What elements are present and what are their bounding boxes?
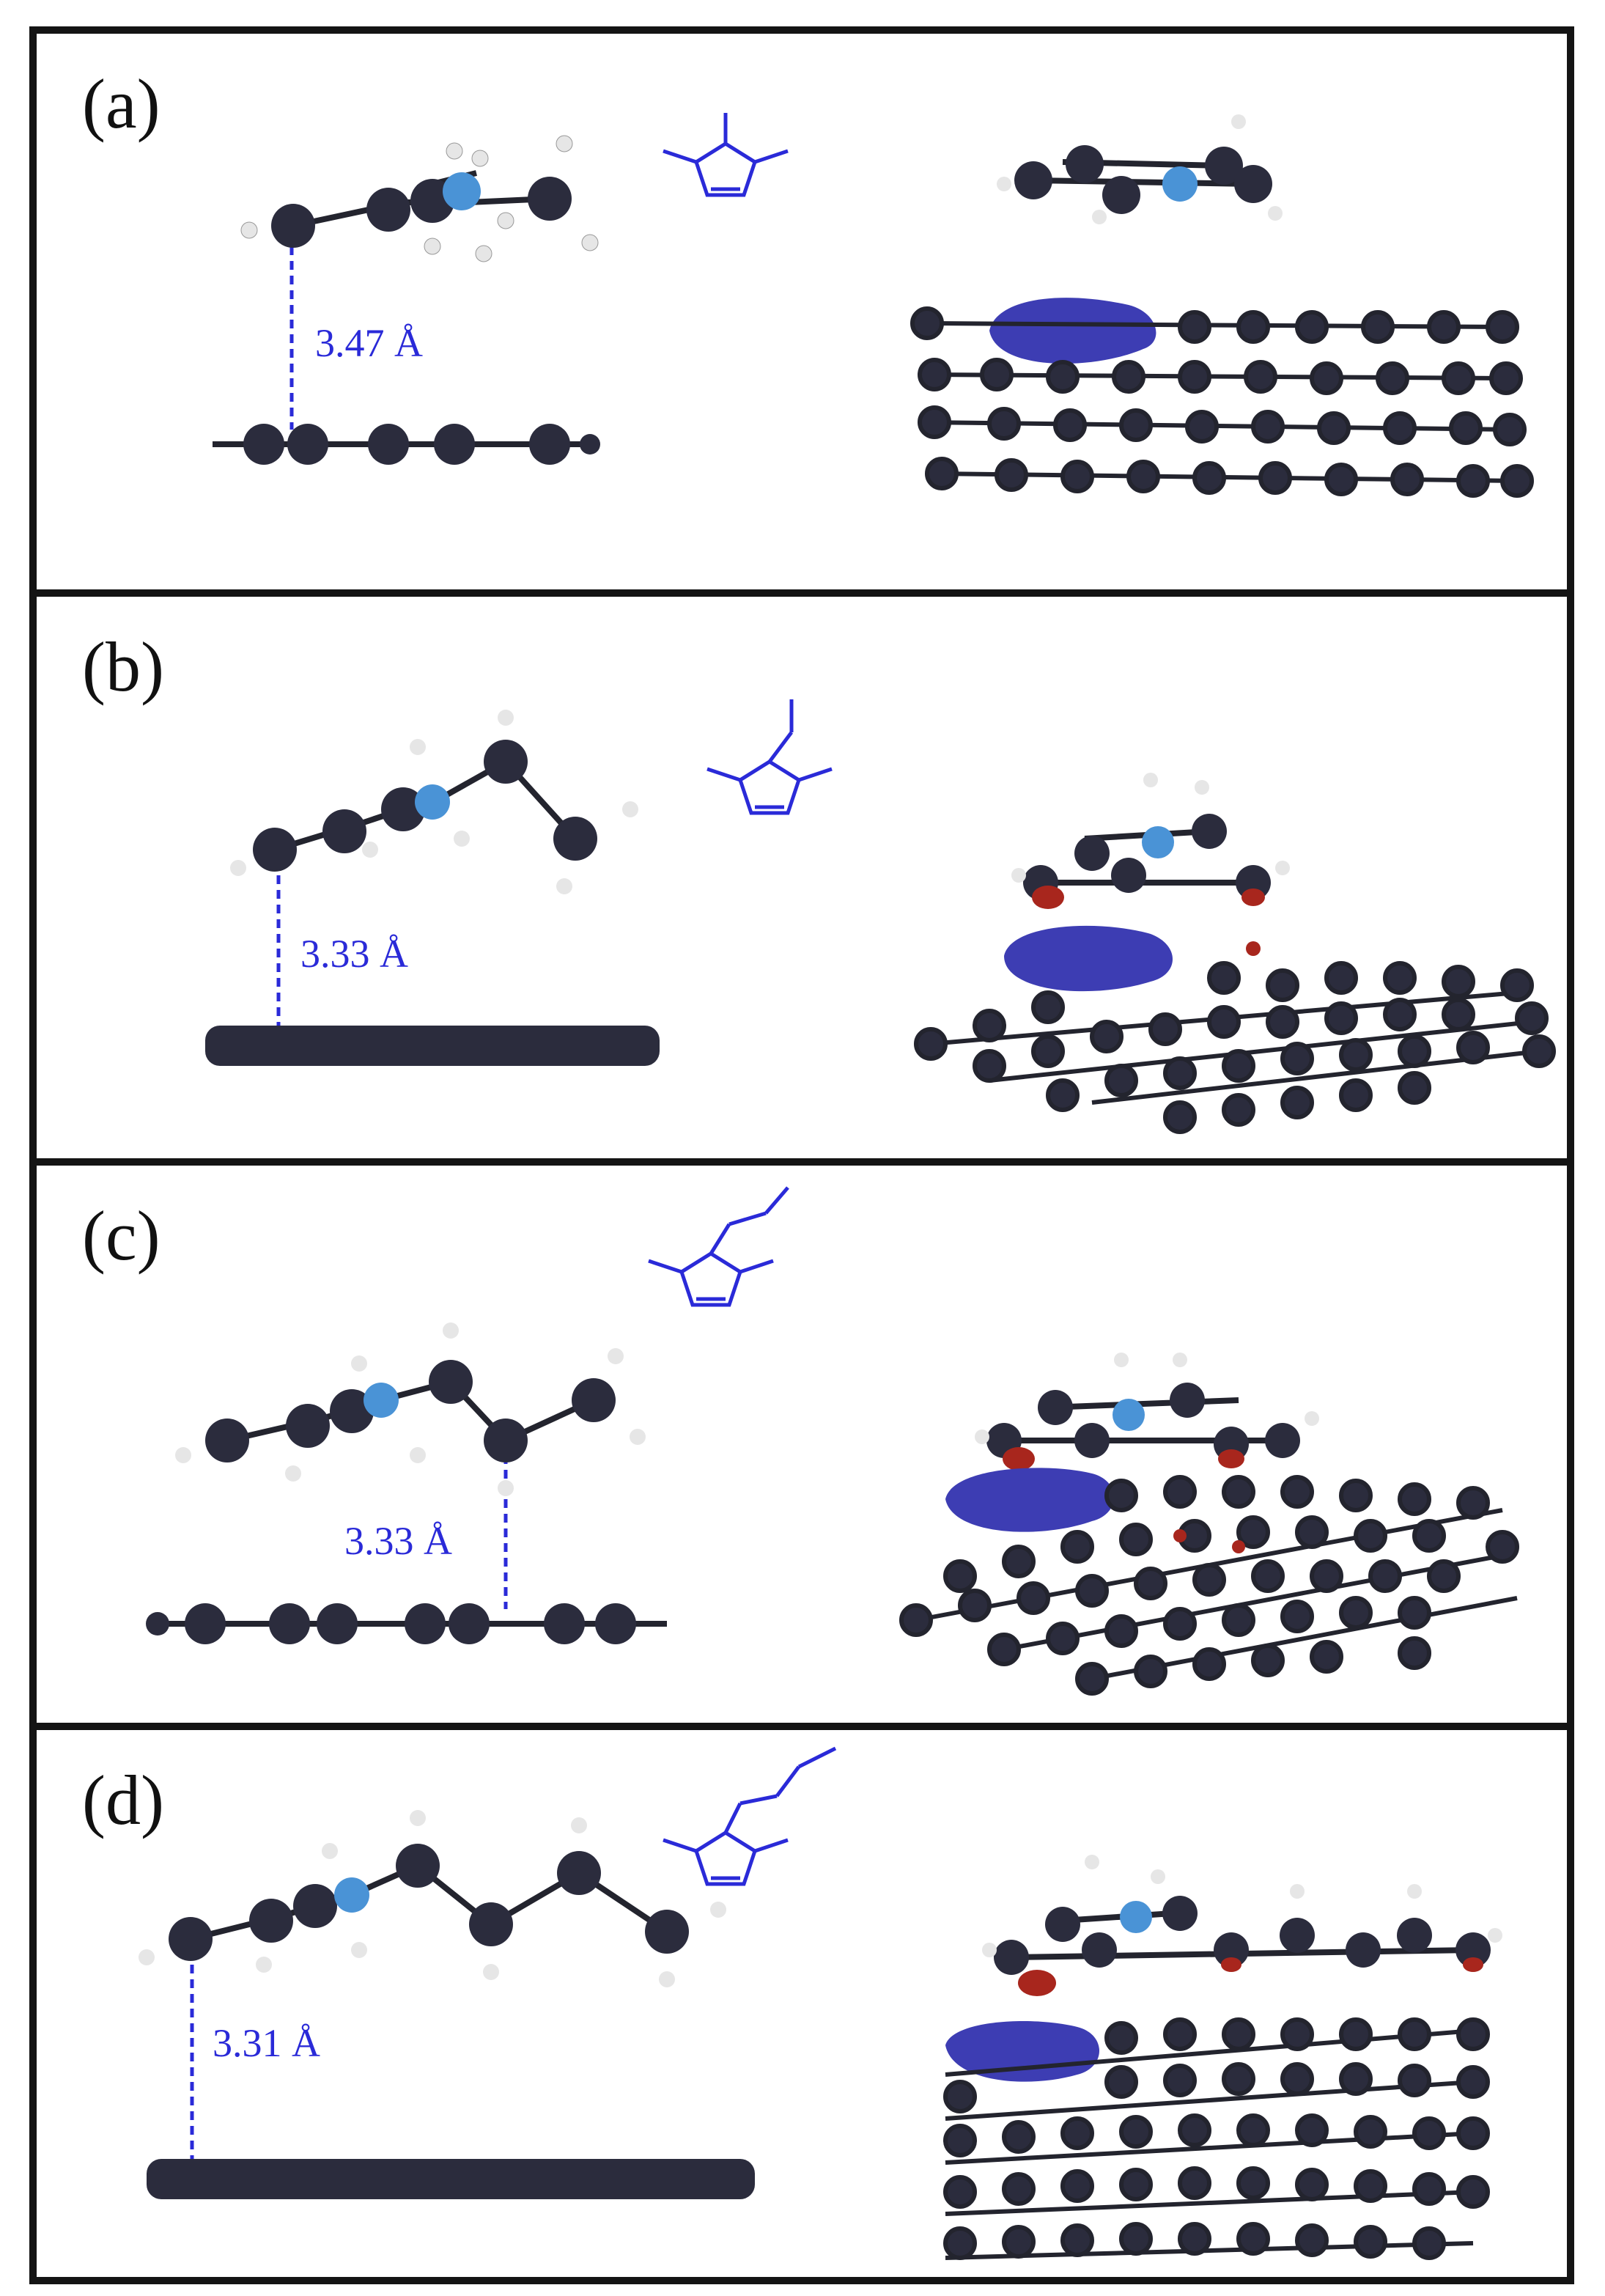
graphene-lattice xyxy=(910,306,1534,498)
graphene-edge-atoms xyxy=(146,1603,636,1644)
panel-c-figure xyxy=(146,1186,1519,1696)
panel-d: (d) 3.31 Å xyxy=(29,1723,1574,2284)
charge-density-blob xyxy=(1004,925,1173,992)
distance-label: 3.31 Å xyxy=(213,2021,320,2065)
panel-d-figure xyxy=(139,1746,1502,2260)
molecule-top-view xyxy=(975,1353,1319,1471)
panel-a: (a) 3.47 Å xyxy=(29,26,1574,597)
panel-a-figure xyxy=(213,113,1534,498)
molecule-side-view xyxy=(240,135,599,262)
molecule-top-view xyxy=(982,1855,1502,1996)
panel-label: (c) xyxy=(82,1196,160,1275)
molecule-side-view xyxy=(230,710,638,894)
graphene-lattice xyxy=(943,2017,1490,2260)
distance-label: 3.33 Å xyxy=(344,1519,452,1563)
distance-label: 3.33 Å xyxy=(300,932,408,976)
panel-label: (b) xyxy=(82,628,164,706)
graphene-edge xyxy=(205,1026,660,1066)
graphene-lattice xyxy=(899,1475,1519,1696)
structure-formula xyxy=(706,699,833,815)
graphene-edge-atoms xyxy=(243,424,600,465)
structure-formula xyxy=(648,1186,789,1307)
structure-formula xyxy=(663,1746,837,1886)
charge-density-blob xyxy=(989,298,1156,364)
distance-label: 3.47 Å xyxy=(315,321,423,365)
panel-label: (d) xyxy=(82,1761,164,1839)
molecule-top-view xyxy=(1011,773,1290,909)
graphene-lattice xyxy=(914,941,1556,1134)
panel-c: (c) 3.33 Å xyxy=(29,1158,1574,1730)
molecule-side-view xyxy=(139,1810,726,1987)
panel-b: (b) 3.33 Å xyxy=(29,589,1574,1166)
charge-density-blob xyxy=(945,1468,1114,1532)
molecule-top-view xyxy=(997,114,1283,224)
panel-b-figure xyxy=(205,699,1556,1134)
structure-formula xyxy=(663,113,789,197)
molecule-side-view xyxy=(175,1322,646,1496)
panel-label: (a) xyxy=(82,65,160,143)
graphene-edge xyxy=(147,2159,755,2199)
